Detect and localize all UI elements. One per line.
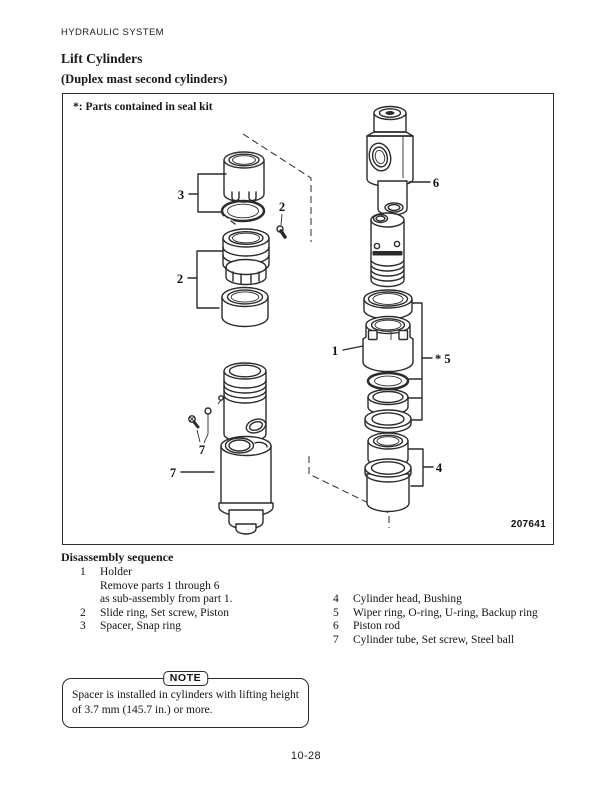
holder-drawing	[362, 315, 414, 373]
list-item: 6 Piston rod	[333, 620, 573, 634]
snap-ring-drawing	[220, 199, 266, 227]
exploded-parts-diagram: 3 2	[170, 105, 546, 535]
callout-3-label: 3	[178, 188, 184, 202]
page-number: 10-28	[290, 750, 322, 762]
list-item: Remove parts 1 through 6	[80, 580, 330, 594]
list-item: 1 Holder	[80, 566, 330, 580]
piston-drawing	[222, 228, 270, 286]
disassembly-list-left: 1 Holder Remove parts 1 through 6 as sub…	[80, 566, 330, 634]
callout-5-label: * 5	[435, 352, 451, 366]
page-header: HYDRAULIC SYSTEM	[61, 27, 165, 38]
cylinder-tube-drawing	[218, 435, 274, 535]
item-number	[80, 580, 100, 594]
page-subtitle: (Duplex mast second cylinders)	[61, 72, 228, 86]
note-text: Spacer is installed in cylinders with li…	[72, 689, 299, 716]
item-number: 1	[80, 566, 86, 578]
disassembly-heading: Disassembly sequence	[61, 550, 174, 564]
axis-line-top	[242, 133, 312, 242]
callout-2-label: 2	[177, 272, 183, 286]
bushing-drawing	[364, 458, 412, 513]
item-number: 5	[333, 606, 339, 619]
set-screw-drawing: 2	[276, 200, 287, 239]
spacer-drawing	[223, 151, 265, 203]
backup-ring-drawing	[364, 409, 412, 434]
callout-bracket-2: 2	[177, 250, 224, 309]
callout-bracket-5: * 5	[407, 302, 451, 421]
wiper-ring-drawing	[363, 289, 413, 320]
item-text: Holder	[100, 566, 132, 578]
callout-bracket-3: 3	[178, 173, 227, 213]
list-item: 4 Cylinder head, Bushing	[333, 593, 573, 607]
item-text: Spacer, Snap ring	[100, 620, 181, 632]
piston-rod-drawing	[366, 105, 414, 216]
cylinder-gland-drawing	[217, 362, 267, 443]
list-item: 7 Cylinder tube, Set screw, Steel ball	[333, 634, 573, 648]
item-number: 2	[80, 606, 86, 619]
list-item: 5 Wiper ring, O-ring, U-ring, Backup rin…	[333, 607, 573, 621]
page-title: Lift Cylinders	[61, 51, 143, 66]
callout-2-screw-label: 2	[279, 200, 285, 214]
item-number: 4	[333, 593, 339, 605]
callout-1: 1	[332, 344, 364, 358]
item-text: Cylinder tube, Set screw, Steel ball	[353, 633, 515, 646]
axis-line-bottom	[308, 456, 390, 528]
item-number: 7	[333, 633, 339, 646]
item-text: Cylinder head, Bushing	[353, 593, 462, 605]
figure-number: 207641	[511, 519, 546, 530]
item-number: 6	[333, 620, 339, 632]
note-box: NOTE Spacer is installed in cylinders wi…	[62, 671, 309, 728]
callout-6-label: 6	[433, 176, 439, 190]
item-number	[80, 593, 100, 607]
callout-1-label: 1	[332, 344, 338, 358]
o-ring-drawing	[366, 371, 410, 391]
item-text: Slide ring, Set screw, Piston	[100, 606, 229, 619]
callout-7-tube-label: 7	[170, 466, 176, 480]
rod-threaded-end-drawing	[370, 212, 405, 288]
list-item: 3 Spacer, Snap ring	[80, 620, 330, 634]
slide-ring-drawing	[221, 286, 269, 328]
seal-kit-note: *: Parts contained in seal kit	[73, 101, 213, 113]
steel-ball-screw-drawing: 7	[188, 407, 212, 457]
list-item: 2 Slide ring, Set screw, Piston	[80, 607, 330, 621]
item-text: as sub-assembly from part 1.	[100, 593, 233, 605]
callout-6: 6	[408, 176, 439, 190]
item-text: Piston rod	[353, 620, 400, 632]
note-label: NOTE	[162, 671, 209, 686]
callout-7-screw-label: 7	[199, 443, 205, 457]
callout-7-tube: 7	[170, 466, 215, 480]
exploded-view-frame: *: Parts contained in seal kit	[62, 93, 554, 545]
callout-bracket-4: 4	[408, 448, 443, 487]
disassembly-list-right: 4 Cylinder head, Bushing 5 Wiper ring, O…	[333, 593, 573, 647]
callout-4-label: 4	[436, 461, 443, 475]
item-text: Remove parts 1 through 6	[100, 579, 220, 592]
list-item: as sub-assembly from part 1.	[80, 593, 330, 607]
item-number: 3	[80, 620, 86, 632]
item-text: Wiper ring, O-ring, U-ring, Backup ring	[353, 606, 538, 619]
